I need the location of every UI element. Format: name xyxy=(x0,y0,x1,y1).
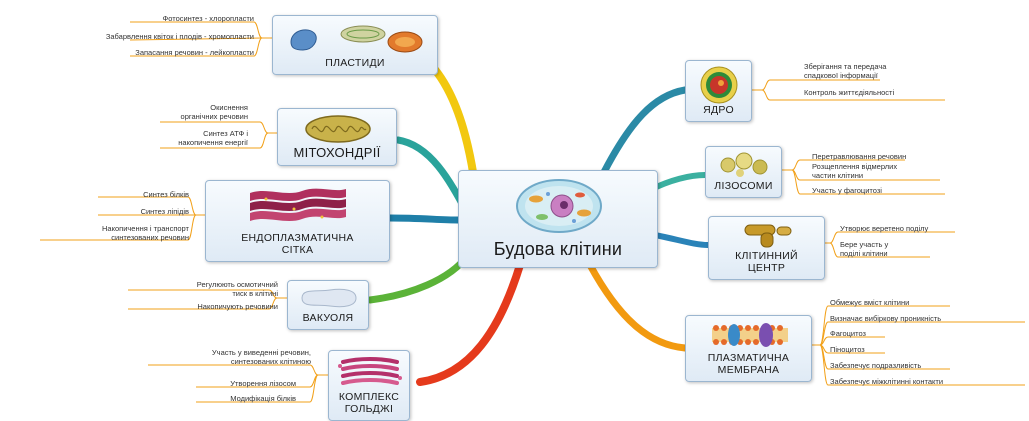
er-title: ЕНДОПЛАЗМАТИЧНА СІТКА xyxy=(241,232,354,256)
node-membrane[interactable]: ПЛАЗМАТИЧНА МЕМБРАНА xyxy=(685,315,812,382)
branch-er xyxy=(386,214,462,224)
plastids-illustration xyxy=(290,25,423,53)
branch-golgi xyxy=(416,261,524,386)
nucleus-item-1: Зберігання та передача спадкової інформа… xyxy=(804,62,887,80)
mitochondria-item-2: Синтез АТФ і накопичення енергії xyxy=(178,129,248,147)
node-plastids[interactable]: ПЛАСТИДИ xyxy=(272,15,438,75)
vacuole-item-2: Накопичують речовини xyxy=(197,302,278,311)
branch-centrosome xyxy=(652,232,711,248)
node-golgi[interactable]: КОМПЛЕКС ГОЛЬДЖІ xyxy=(328,350,410,421)
plastids-item-2: Забарвлення квіток і плодів - хромопласт… xyxy=(105,32,254,41)
vacuole-illustration xyxy=(301,288,357,308)
er-item-1: Синтез білків xyxy=(143,190,189,199)
membrane-item-4: Піноцитоз xyxy=(830,345,865,354)
golgi-title: КОМПЛЕКС ГОЛЬДЖІ xyxy=(338,391,400,415)
membrane-title: ПЛАЗМАТИЧНА МЕМБРАНА xyxy=(707,352,790,376)
node-nucleus[interactable]: ЯДРО xyxy=(685,60,752,122)
vacuole-title: ВАКУОЛЯ xyxy=(302,312,354,324)
er-item-2: Синтез ліпідів xyxy=(140,207,189,216)
branch-lysosomes xyxy=(647,172,708,193)
er-illustration xyxy=(250,188,346,221)
centrosome-illustration xyxy=(744,224,792,248)
mitochondria-title: МІТОХОНДРІЇ xyxy=(293,145,381,160)
lysosomes-title: ЛІЗОСОМИ xyxy=(714,180,773,192)
plastids-title: ПЛАСТИДИ xyxy=(325,57,385,69)
node-vacuole[interactable]: ВАКУОЛЯ xyxy=(287,280,369,330)
er-item-3: Накопичення і транспорт синтезованих реч… xyxy=(102,224,189,242)
leaf-lines-left xyxy=(40,21,328,403)
node-lysosomes[interactable]: ЛІЗОСОМИ xyxy=(705,146,782,198)
center-node[interactable]: Будова клітини xyxy=(458,170,658,268)
nucleus-illustration xyxy=(700,66,738,104)
centrosome-item-2: Бере участь у поділі клітини xyxy=(840,240,889,258)
membrane-item-2: Визначає вибіркову проникність xyxy=(830,314,942,323)
centrosome-item-1: Утворює веретено поділу xyxy=(840,224,929,233)
node-centrosome[interactable]: КЛІТИННИЙ ЦЕНТР xyxy=(708,216,825,280)
branch-membrane xyxy=(586,261,689,352)
branch-nucleus xyxy=(596,86,689,184)
centrosome-title: КЛІТИННИЙ ЦЕНТР xyxy=(735,250,798,274)
nucleus-item-2: Контроль життєдіяльності xyxy=(804,88,895,97)
plastids-item-1: Фотосинтез - хлоропласти xyxy=(162,14,254,23)
membrane-illustration xyxy=(712,323,788,347)
leaf-lines-right xyxy=(752,79,1025,386)
lysosomes-illustration xyxy=(720,152,768,177)
membrane-item-1: Обмежує вміст клітини xyxy=(830,298,910,307)
mitochondria-item-1: Окиснення органічних речовин xyxy=(180,103,248,121)
lysosomes-item-1: Перетравлювання речовин xyxy=(812,152,907,161)
vacuole-item-1: Регулюють осмотичний тиск в клітині xyxy=(196,280,278,298)
golgi-item-3: Модифікація білків xyxy=(230,394,296,403)
center-title: Будова клітини xyxy=(493,239,623,259)
membrane-item-3: Фагоцитоз xyxy=(830,329,866,338)
plastids-item-3: Запасання речовин - лейкопласти xyxy=(135,48,254,57)
node-mitochondria[interactable]: МІТОХОНДРІЇ xyxy=(277,108,397,166)
mitochondrion-illustration xyxy=(305,115,371,143)
golgi-item-1: Участь у виведенні речовин, синтезованих… xyxy=(211,348,311,366)
nucleus-title: ЯДРО xyxy=(703,104,734,116)
lysosomes-item-2: Розщеплення відмерлих частин клітини xyxy=(812,162,898,180)
membrane-item-6: Забезпечує міжклітинні контакти xyxy=(830,377,944,386)
golgi-item-2: Утворення лізосом xyxy=(230,379,296,388)
golgi-illustration xyxy=(338,357,402,385)
membrane-item-5: Забезпечує подразливість xyxy=(830,361,922,370)
cell-illustration xyxy=(516,179,602,233)
lysosomes-item-3: Участь у фагоцитозі xyxy=(812,186,882,195)
node-er[interactable]: ЕНДОПЛАЗМАТИЧНА СІТКА xyxy=(205,180,390,262)
